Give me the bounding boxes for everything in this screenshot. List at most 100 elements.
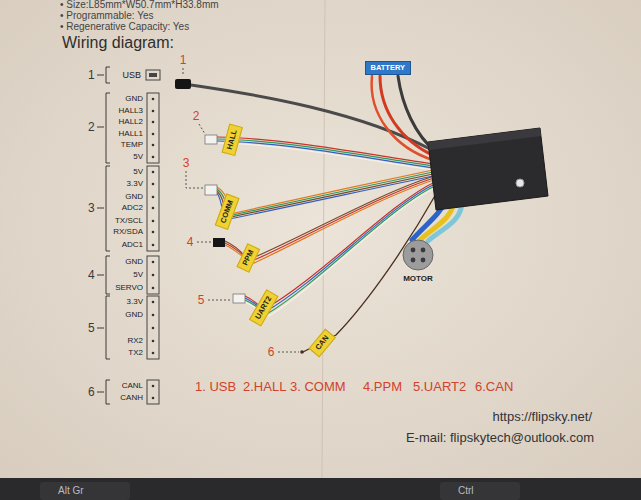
callout-number: 5 — [198, 294, 205, 306]
usb-cable — [191, 85, 432, 150]
box-text: HALL — [226, 129, 238, 150]
pin-name: HALL2 — [119, 118, 143, 126]
bracket — [97, 380, 110, 404]
diagram-title: Wiring diagram: — [62, 35, 174, 51]
pin-name: CANH — [120, 394, 143, 402]
pin-box — [147, 256, 159, 294]
pin-name: TEMP — [121, 141, 143, 149]
website: https://flipsky.net/ — [493, 410, 592, 423]
bracket — [97, 296, 110, 359]
key — [40, 482, 130, 500]
group-number: 3 — [88, 202, 95, 214]
email: E-mail: flipskytech@outlook.com — [406, 431, 594, 444]
wire-tag: HALL — [222, 124, 243, 156]
connector-key: 2.HALL — [243, 380, 286, 393]
pin-name: RX/SDA — [113, 228, 143, 236]
connector-key: 6.CAN — [475, 380, 513, 393]
leader-line — [186, 171, 203, 188]
callout-number: 1 — [180, 54, 187, 66]
key-cap: Ctrl — [458, 486, 474, 496]
leader-line — [183, 68, 184, 76]
motor-pins — [411, 248, 426, 263]
pin-name: 5V — [133, 168, 143, 176]
pin-box — [147, 296, 159, 359]
wire-tag: CAN — [309, 328, 336, 357]
bracket — [97, 256, 110, 294]
callout-number: 4 — [187, 236, 194, 248]
hall-plug — [205, 135, 217, 144]
box-text: CAN — [314, 334, 330, 351]
comm-plug — [205, 185, 217, 195]
group-number: 2 — [88, 121, 95, 133]
can-wire — [303, 194, 436, 352]
pin-name: TX/SCL — [115, 217, 143, 225]
key — [440, 482, 520, 500]
box-text: UART2 — [254, 295, 273, 320]
group-number: 5 — [88, 322, 95, 334]
spec-line: • Regenerative Capacity: Yes — [60, 22, 189, 32]
group-number: 4 — [88, 269, 95, 281]
wires — [191, 76, 462, 352]
leader-line — [208, 300, 230, 301]
controller-housing — [428, 128, 548, 210]
usb-socket-icon — [149, 73, 157, 77]
connector-key: 5.UART2 — [413, 380, 466, 393]
pin-box — [147, 380, 159, 404]
leader-lines — [183, 68, 299, 352]
pin-name: ADC1 — [122, 241, 143, 249]
wire-tag: UART2 — [248, 289, 277, 326]
connector-name: USB — [122, 71, 141, 80]
ppm-plug — [213, 238, 225, 247]
box-text: PPM — [241, 249, 255, 267]
motor-connector — [403, 240, 433, 270]
pin-name: ADC2 — [122, 204, 143, 212]
pin-name: RX2 — [127, 337, 143, 345]
battery-wire — [372, 76, 433, 160]
bracket — [97, 67, 110, 83]
usb-plug — [175, 79, 191, 89]
pin-name: 5V — [133, 271, 143, 279]
box-text: BATTERY — [371, 64, 406, 72]
usb-socket-icon — [146, 70, 160, 80]
wire-tag: PPM — [236, 243, 259, 273]
bracket — [97, 93, 110, 163]
comm-wire — [217, 174, 433, 218]
keyboard-strip — [0, 478, 641, 500]
connector-key: 4.PPM — [363, 380, 402, 393]
pin-dots — [152, 98, 155, 400]
wire-tag: COMM — [215, 194, 239, 230]
leader-line — [199, 124, 205, 134]
pin-boxes — [146, 70, 160, 404]
pin-name: GND — [125, 193, 143, 201]
paper-fold — [322, 0, 325, 478]
pin-box — [147, 166, 159, 251]
pin-box — [147, 93, 159, 163]
spec-line: • Programmable: Yes — [60, 11, 154, 21]
connector-key: 3. COMM — [290, 380, 346, 393]
pin-name: GND — [125, 95, 143, 103]
pin-brackets — [97, 67, 110, 404]
pin-name: SERVO — [115, 284, 143, 292]
spec-line: • Size:L85mm*W50.7mm*H33.8mm — [60, 0, 219, 10]
callout-number: 3 — [183, 157, 190, 169]
callout-number: 6 — [268, 346, 275, 358]
pin-name: HALL3 — [119, 107, 143, 115]
uart-plug — [233, 294, 245, 303]
battery-wire — [398, 76, 436, 152]
callout-number: 2 — [193, 110, 200, 122]
leader-line — [278, 352, 299, 353]
hall-wire — [217, 143, 433, 170]
battery-box: BATTERY — [365, 61, 412, 75]
controller-light — [516, 179, 524, 187]
key-cap: Alt Gr — [58, 486, 84, 496]
connector-key: 1. USB — [195, 380, 236, 393]
leader-line — [197, 242, 211, 243]
pin-name: 5V — [133, 153, 143, 161]
group-number: 1 — [88, 69, 95, 81]
pin-name: 3.3V — [127, 298, 143, 306]
pin-name: GND — [125, 258, 143, 266]
